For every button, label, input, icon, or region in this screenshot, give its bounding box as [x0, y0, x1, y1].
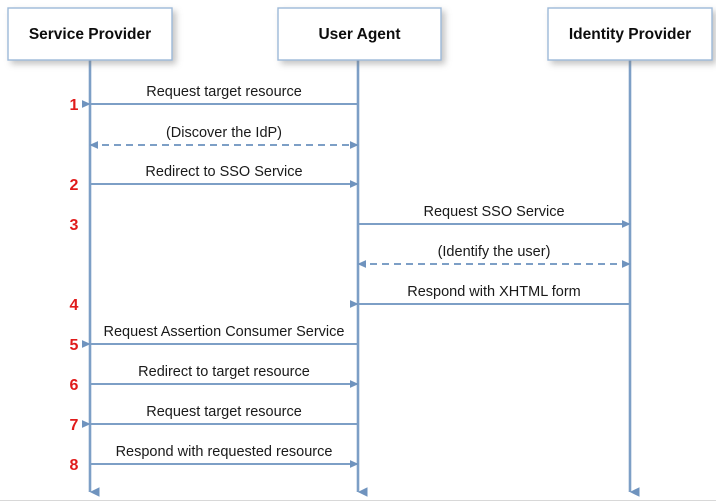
- message-label-4: Request SSO Service: [423, 204, 564, 220]
- message-label-10: Respond with requested resource: [116, 444, 333, 460]
- step-numbers-group: 1 2 3 4 5 6 7 8: [70, 97, 79, 474]
- message-label-3: Redirect to SSO Service: [145, 164, 302, 180]
- step-number-7: 7: [70, 417, 79, 434]
- messages-group: Request target resource (Discover the IdP…: [82, 84, 631, 468]
- actor-box-sp[interactable]: Service Provider: [7, 7, 173, 61]
- actor-label-idp: Identity Provider: [569, 26, 691, 43]
- message-label-5: (Identify the user): [438, 244, 551, 260]
- actor-box-rect-sp: [7, 7, 173, 61]
- actor-box-ua[interactable]: User Agent: [277, 7, 442, 61]
- message-label-9: Request target resource: [146, 404, 302, 420]
- actor-box-rect-idp: [547, 7, 713, 61]
- actor-box-idp[interactable]: Identity Provider: [547, 7, 713, 61]
- actor-label-ua: User Agent: [318, 26, 400, 43]
- step-number-2: 2: [70, 177, 79, 194]
- lifelines-group: [88, 60, 640, 497]
- actors-group: Service Provider User Agent Identity Provi…: [7, 7, 713, 61]
- message-label-2: (Discover the IdP): [166, 125, 282, 141]
- message-label-7: Request Assertion Consumer Service: [104, 324, 345, 340]
- step-number-1: 1: [70, 97, 79, 114]
- step-number-3: 3: [70, 217, 79, 234]
- message-label-1: Request target resource: [146, 84, 302, 100]
- actor-label-sp: Service Provider: [29, 26, 151, 43]
- message-label-8: Redirect to target resource: [138, 364, 310, 380]
- message-label-6: Respond with XHTML form: [407, 284, 581, 300]
- actor-box-rect-ua: [277, 7, 442, 61]
- step-number-6: 6: [70, 377, 79, 394]
- step-number-8: 8: [70, 457, 79, 474]
- step-number-4: 4: [70, 297, 79, 314]
- step-number-5: 5: [70, 337, 79, 354]
